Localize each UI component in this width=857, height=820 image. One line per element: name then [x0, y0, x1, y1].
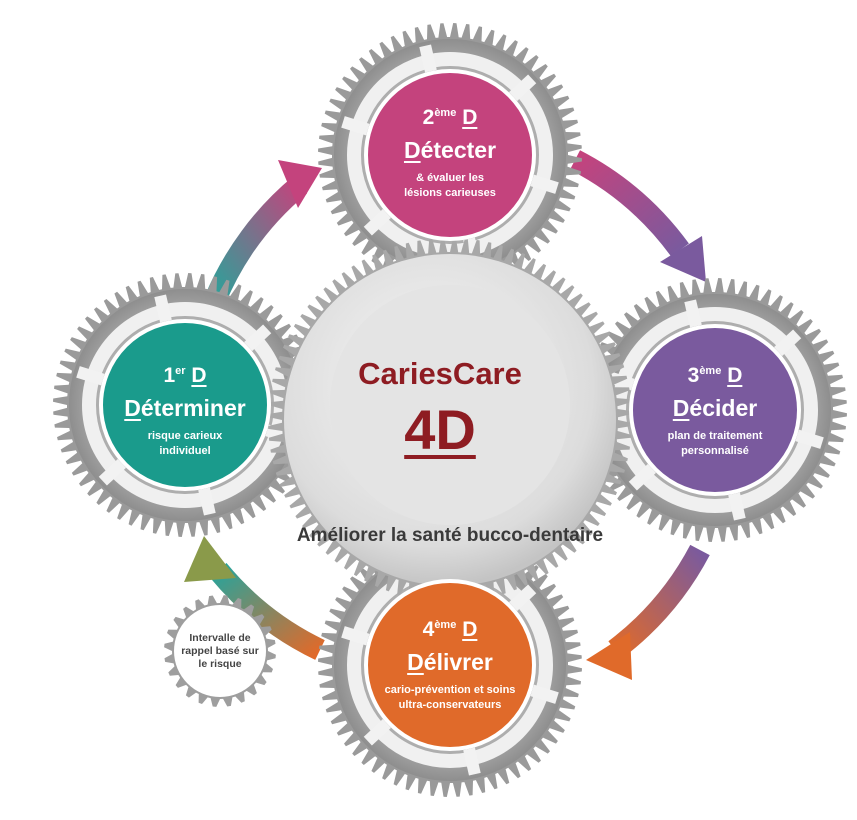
gear-spoke	[530, 174, 559, 194]
circle-decider	[629, 324, 801, 496]
slogan: Améliorer la santé bucco-dentaire	[296, 525, 604, 546]
gear-spoke	[363, 719, 391, 746]
step-delivrer-verb: Délivrer	[407, 649, 493, 675]
arrow-2-to-3-head	[660, 236, 706, 282]
gear-spoke	[628, 464, 656, 491]
gear-spoke	[728, 492, 746, 521]
gear-spoke	[341, 626, 370, 646]
arrow-2-to-3	[569, 150, 689, 257]
arrow-1-to-2	[204, 176, 308, 305]
gear-central	[268, 238, 632, 602]
gear-spoke	[76, 366, 105, 386]
step-decider-number: 3ème D	[687, 364, 743, 387]
brand-title: CariesCare	[358, 356, 522, 391]
step-determiner-number: 1er D	[163, 364, 207, 387]
gear-body	[174, 605, 266, 697]
arrow-4-to-1	[209, 562, 325, 660]
brand-4d: 4D	[305, 398, 575, 462]
gear-spoke	[98, 459, 126, 486]
gear-spoke	[684, 299, 702, 328]
gear-spoke	[198, 487, 216, 516]
gear-recall	[164, 595, 276, 707]
gear-spoke	[774, 329, 802, 356]
arrow-4-to-1-head	[184, 536, 236, 582]
step-detecter-number: 2ème D	[422, 106, 478, 129]
arrow-3-to-4-head	[586, 632, 632, 680]
gear-spoke	[509, 584, 537, 611]
brand-4d-text: 4D	[404, 398, 476, 461]
recall-interval-label: Intervalle de rappel basé sur le risque	[181, 632, 259, 670]
step-decider-verb: Décider	[672, 395, 758, 421]
gear-spoke	[419, 44, 437, 73]
cycle-arrows	[184, 150, 710, 680]
circle-detecter	[364, 69, 536, 241]
gear-spoke	[244, 324, 272, 351]
gear-spoke	[530, 684, 559, 704]
gear-spoke	[363, 209, 391, 236]
gear-spoke	[341, 116, 370, 136]
step-delivrer: 4ème D Délivrer cario-prévention et soin…	[366, 612, 534, 713]
gear-ring	[347, 52, 553, 258]
circle-determiner	[99, 319, 271, 491]
gear-spoke	[509, 74, 537, 101]
circle-delivrer	[364, 579, 536, 751]
step-detecter-verb: Détecter	[403, 137, 497, 163]
step-delivrer-number: 4ème D	[422, 618, 478, 641]
center-disc	[330, 285, 570, 525]
step-determiner-verb: Déterminer	[124, 395, 246, 421]
gear-spoke	[795, 429, 824, 449]
gear-spoke	[154, 294, 172, 323]
arrow-1-to-2-head	[278, 160, 322, 208]
gear-spoke	[463, 747, 481, 776]
